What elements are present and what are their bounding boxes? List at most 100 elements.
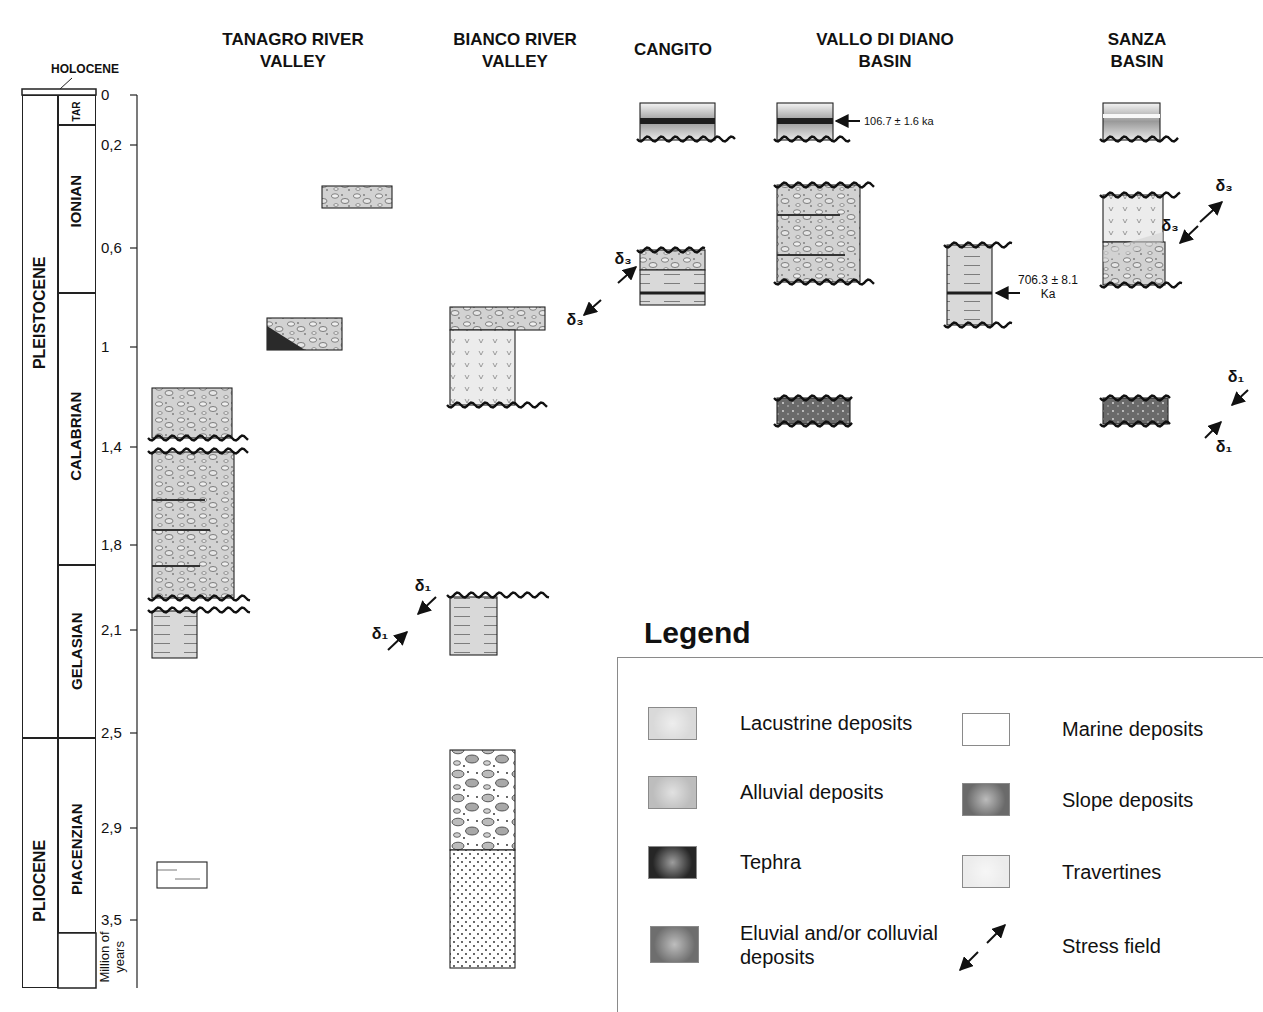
- legend-swatch: [962, 713, 1010, 746]
- axis-number: 3,5: [101, 911, 122, 928]
- legend-swatch: [962, 783, 1010, 816]
- legend-text: Slope deposits: [1062, 788, 1193, 812]
- layer-line: [777, 214, 840, 216]
- layer-line: [777, 254, 845, 256]
- axis-tick: [130, 732, 137, 733]
- axis-tick: [130, 94, 137, 95]
- axis-tick: [130, 144, 137, 145]
- unconformity: [1100, 283, 1182, 288]
- deposit-block: [777, 185, 860, 282]
- band-label: TAR: [71, 101, 82, 121]
- axis-number: 2,5: [101, 724, 122, 741]
- date-label: 706.3 ± 8.1 Ka: [1012, 274, 1084, 302]
- stage-cell: [58, 933, 96, 988]
- legend-text: Stress field: [1062, 934, 1161, 958]
- stage-band: GELASIAN: [58, 565, 96, 738]
- deposit-block: [152, 388, 232, 438]
- axis-title: Million of years: [98, 922, 128, 992]
- stress-arrow: [1232, 390, 1248, 405]
- axis-number: 0,6: [101, 239, 122, 256]
- time-axis: [136, 95, 137, 988]
- stress-arrow: [1205, 422, 1221, 438]
- unconformity: [774, 422, 852, 427]
- unconformity: [148, 449, 248, 454]
- deposit-block: [1103, 398, 1168, 424]
- date-label: 106.7 ± 1.6 ka: [864, 115, 934, 128]
- stress-arrow: [584, 300, 601, 315]
- unconformity: [944, 323, 1012, 328]
- stage-band: IONIAN: [58, 125, 96, 293]
- axis-tick: [130, 629, 137, 630]
- facies-wedge: [1103, 232, 1163, 262]
- layer-line: [640, 118, 715, 124]
- deposit-block: [152, 611, 197, 658]
- band-label: PIACENZIAN: [68, 803, 85, 895]
- deposit-block: [1103, 103, 1160, 140]
- layer-line: [640, 292, 705, 295]
- stress-arrow: [418, 597, 436, 614]
- legend-text: Eluvial and/or colluvial deposits: [740, 921, 940, 969]
- column-header: CANGITO: [634, 39, 712, 61]
- legend-swatch: [648, 776, 697, 809]
- axis-tick: [130, 919, 137, 920]
- axis-tick: [130, 544, 137, 545]
- stress-symbol: δ₃: [614, 250, 631, 268]
- axis-number: 2,9: [101, 819, 122, 836]
- legend-swatch: [650, 926, 699, 963]
- unconformity: [1100, 422, 1170, 427]
- axis-number: 1: [101, 338, 109, 355]
- layer-line: [175, 879, 200, 880]
- unconformity: [1100, 137, 1178, 142]
- deposit-block: [450, 850, 515, 968]
- stage-band: CALABRIAN: [58, 293, 96, 565]
- stress-symbol: δ₁: [1228, 368, 1244, 386]
- layer-line: [152, 565, 200, 567]
- unconformity: [447, 593, 549, 598]
- legend-text: Travertines: [1062, 860, 1161, 884]
- stress-symbol: δ₁: [415, 577, 431, 595]
- deposit-block: [152, 452, 234, 598]
- column-header: TANAGRO RIVER VALLEY: [211, 29, 376, 73]
- axis-tick: [130, 346, 137, 347]
- stage-band: TAR: [58, 95, 96, 125]
- unconformity: [774, 183, 874, 188]
- leader-line: [60, 78, 72, 89]
- deposit-block: [450, 330, 515, 405]
- unconformity: [148, 596, 250, 601]
- deposit-block: [640, 103, 715, 140]
- column-header: BIANCO RIVER VALLEY: [438, 29, 593, 73]
- legend-swatch: [962, 855, 1010, 888]
- axis-number: 0: [101, 86, 109, 103]
- band-label: CALABRIAN: [68, 391, 85, 480]
- axis-tick: [130, 446, 137, 447]
- stress-arrow: [996, 292, 1020, 294]
- layer-line: [152, 499, 205, 501]
- columns: [22, 78, 1248, 988]
- deposit-block: [777, 103, 833, 140]
- deposit-block: [450, 750, 515, 850]
- band-label: PLIOCENE: [31, 840, 49, 922]
- stress-symbol: δ₃: [566, 311, 583, 329]
- unconformity: [447, 403, 547, 408]
- unconformity: [637, 137, 735, 142]
- legend-swatch: [648, 846, 697, 879]
- deposit-block: [777, 398, 850, 424]
- unconformity: [148, 436, 248, 441]
- axis-tick: [130, 827, 137, 828]
- column-header: VALLO DI DIANO BASIN: [800, 29, 970, 73]
- band-label: IONIAN: [68, 175, 85, 228]
- unconformity: [774, 280, 874, 285]
- deposit-block: [157, 862, 207, 888]
- unconformity: [637, 248, 705, 253]
- legend-text: Lacustrine deposits: [740, 711, 912, 735]
- unconformity: [774, 396, 852, 401]
- stress-arrow: [1180, 226, 1198, 243]
- deposit-block: [450, 597, 497, 655]
- legend-panel: Legend: [617, 657, 1263, 1012]
- deposit-block: [450, 307, 545, 330]
- legend-text: Alluvial deposits: [740, 780, 883, 804]
- stress-arrow: [388, 632, 407, 650]
- legend-swatch: [648, 707, 697, 740]
